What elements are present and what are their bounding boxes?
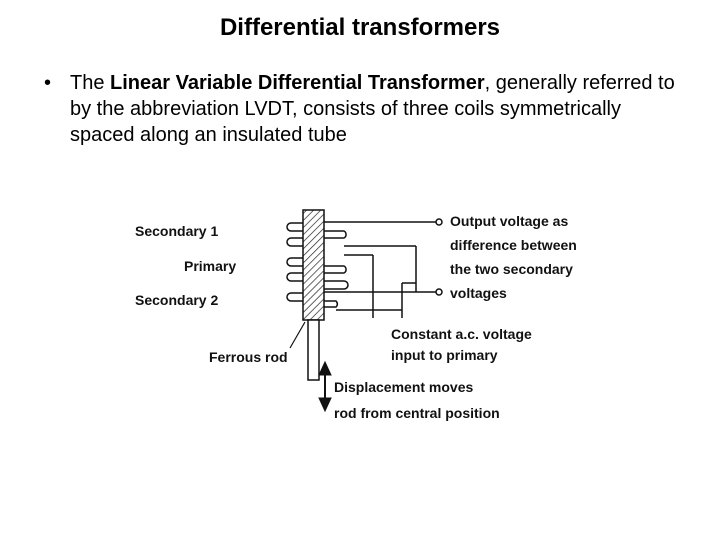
- bullet-dot: •: [44, 72, 52, 94]
- label-output-line2: difference between: [450, 237, 577, 253]
- coil-windings: [286, 222, 349, 308]
- bullet-text: The Linear Variable Differential Transfo…: [70, 70, 684, 148]
- bullet-rest: , generally referred to by the abbreviat…: [70, 72, 675, 146]
- wiring: [324, 221, 436, 318]
- label-ferrous-rod: Ferrous rod: [209, 349, 288, 365]
- output-terminal-bottom: [435, 288, 443, 296]
- label-output-line4: voltages: [450, 285, 507, 301]
- label-secondary-1: Secondary 1: [135, 223, 218, 239]
- slide-title: Differential transformers: [219, 14, 501, 41]
- label-constant-line1: Constant a.c. voltage: [391, 326, 532, 342]
- insulated-tube: [302, 209, 325, 321]
- ferrous-rod-leader: [289, 321, 306, 349]
- label-displacement-line1: Displacement moves: [334, 379, 473, 395]
- label-displacement-line2: rod from central position: [334, 405, 500, 421]
- output-terminal-top: [435, 218, 443, 226]
- ferrous-rod: [307, 319, 320, 381]
- bullet-item: • The Linear Variable Differential Trans…: [44, 70, 684, 148]
- bullet-prefix: The: [70, 72, 111, 94]
- label-primary: Primary: [184, 258, 236, 274]
- displacement-arrow: [318, 360, 332, 413]
- label-secondary-2: Secondary 2: [135, 292, 218, 308]
- bullet-bold-term: Linear Variable Differential Transformer: [110, 72, 485, 94]
- label-constant-line2: input to primary: [391, 347, 498, 363]
- label-output-line3: the two secondary: [450, 261, 573, 277]
- label-output-line1: Output voltage as: [450, 213, 568, 229]
